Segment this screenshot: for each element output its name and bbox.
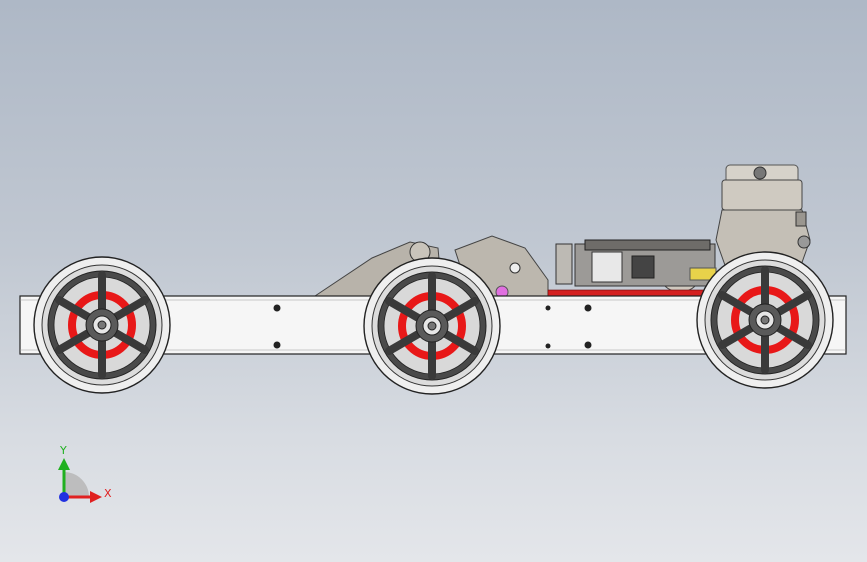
rear-wheel — [697, 252, 833, 388]
electronics-board — [555, 239, 717, 287]
middle-wheel — [364, 258, 500, 394]
front-wheel — [34, 257, 170, 393]
